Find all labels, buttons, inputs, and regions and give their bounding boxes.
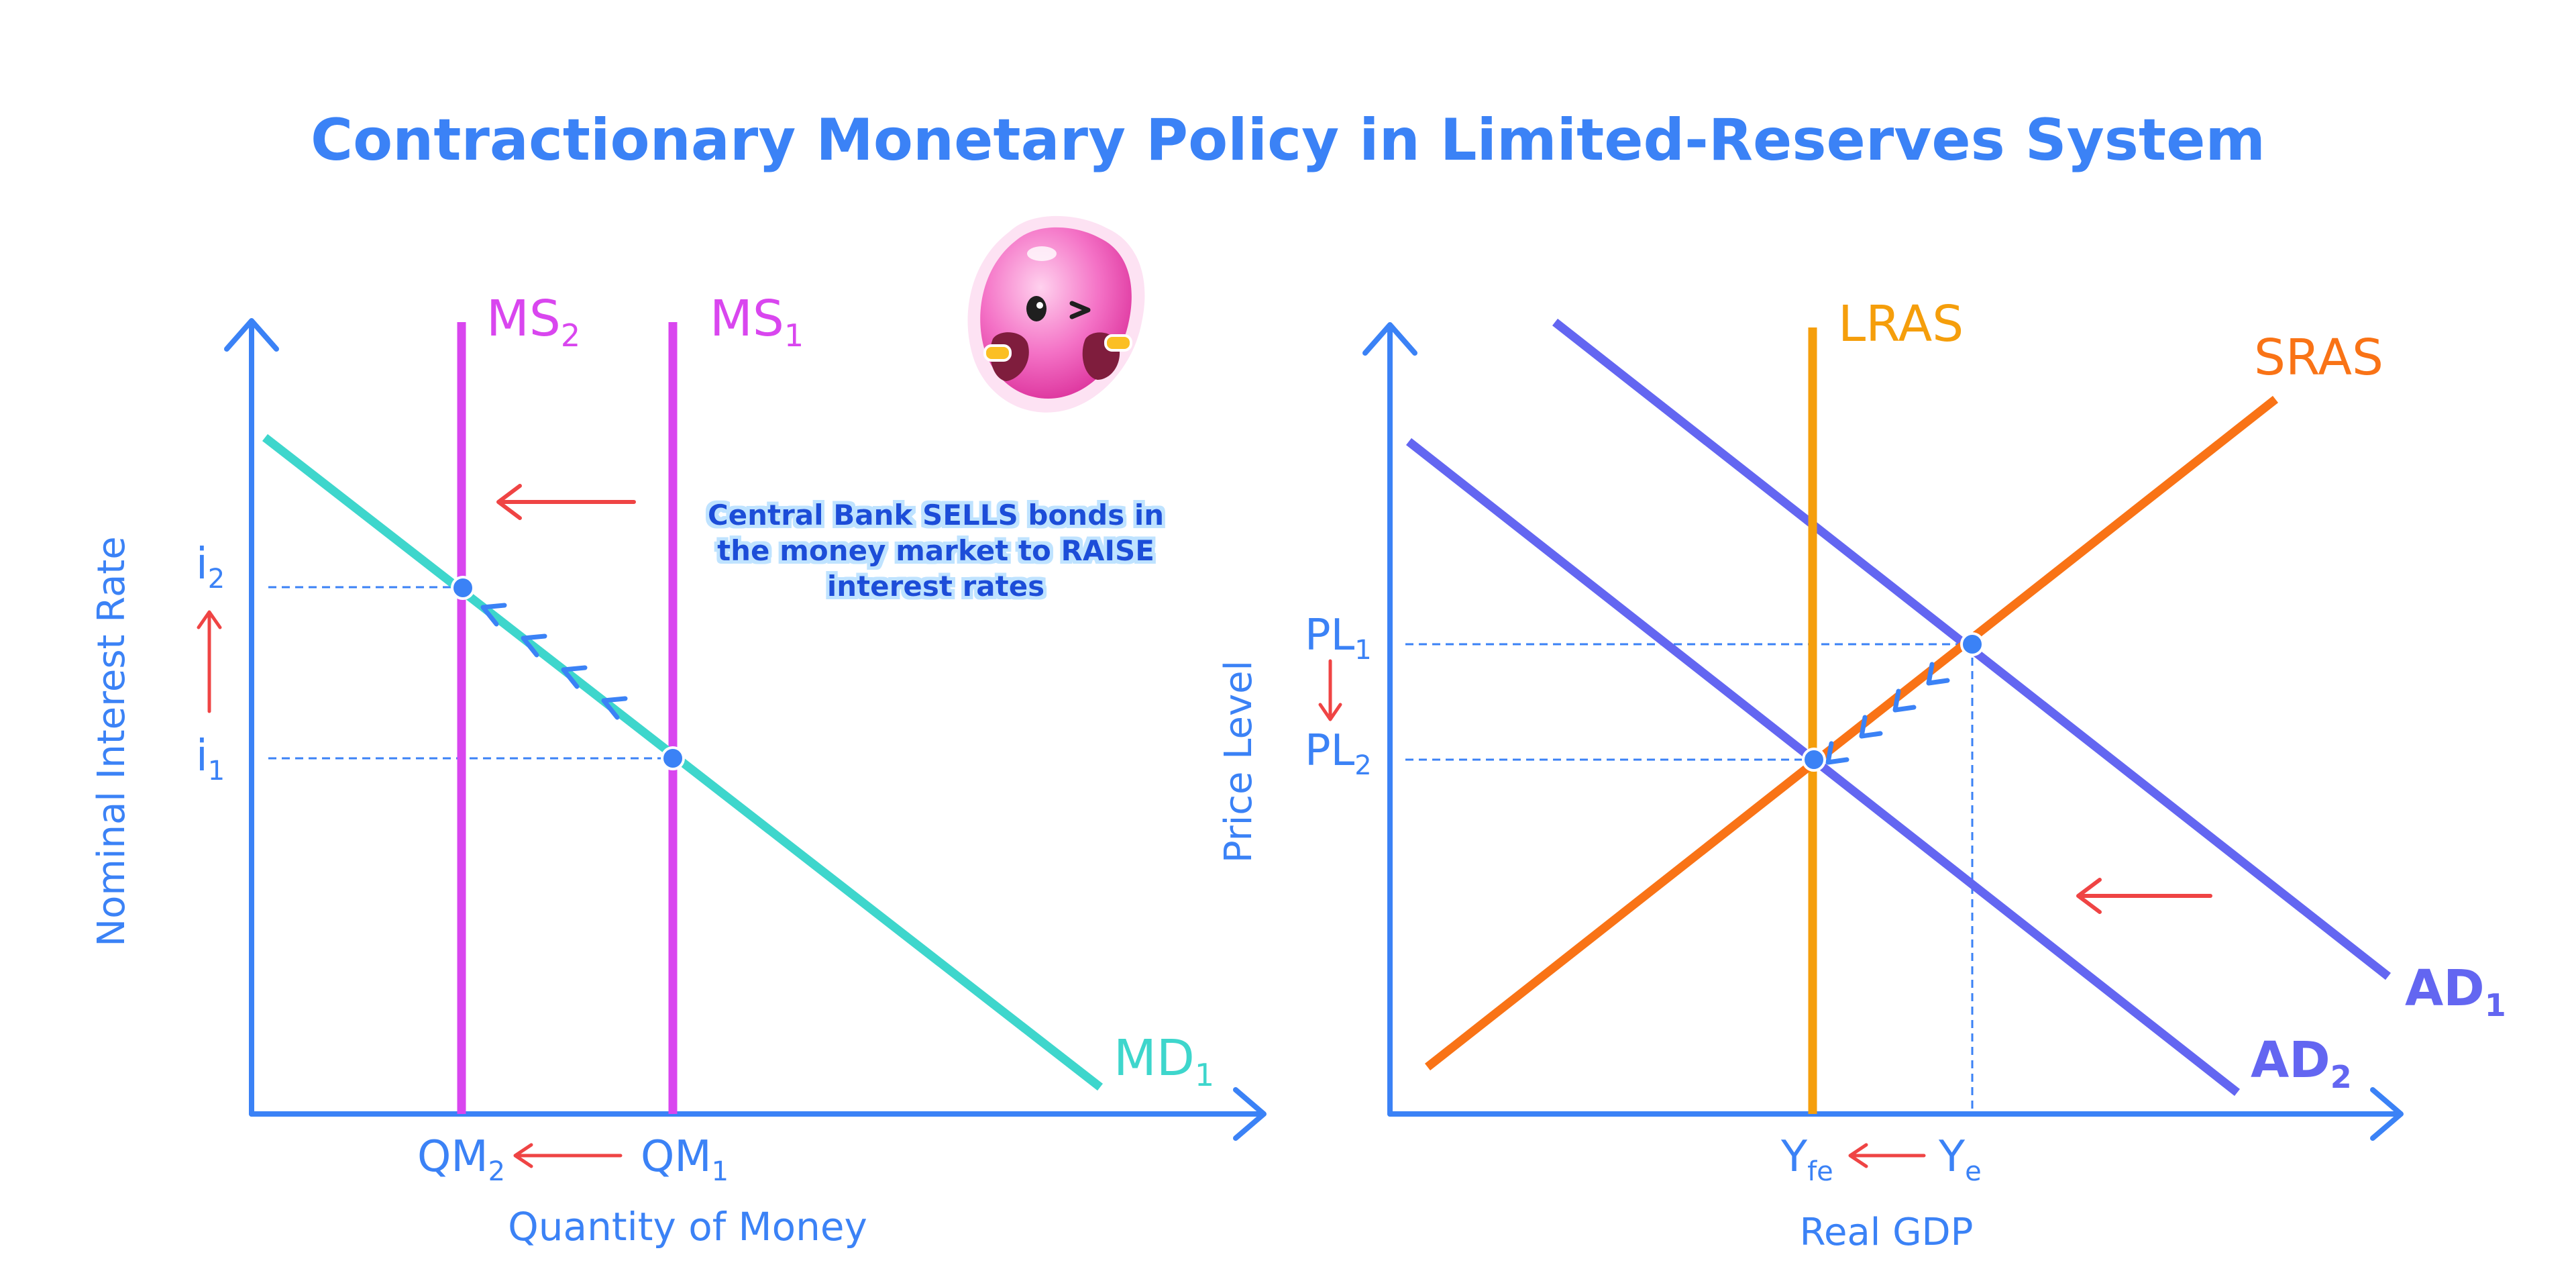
qm1-label: QM1 — [641, 1132, 729, 1187]
ms-shift-arrow — [496, 484, 636, 520]
qm2-label: QM2 — [417, 1132, 505, 1187]
output-left-arrow — [1848, 1143, 1926, 1168]
ad-as-equilibrium-1 — [1960, 632, 1984, 656]
money-market-y-axis-title: Nominal Interest Rate — [90, 536, 133, 946]
ad2-label: AD2 — [2251, 1031, 2352, 1095]
ad-shift-arrow — [2076, 878, 2212, 914]
ad-as-graph: LRAS SRAS AD1 AD2 PL1 PL2 Yfe Ye — [1217, 295, 2506, 1254]
ad-as-equilibrium-2 — [1802, 748, 1826, 772]
ad-as-y-axis-arrowhead — [1362, 322, 1417, 356]
i1-label: i1 — [196, 731, 225, 786]
central-bank-callout: Central Bank SELLS bonds in the money ma… — [708, 499, 1164, 603]
sras-curve — [1424, 395, 2279, 1071]
money-market-x-axis-arrowhead — [1233, 1087, 1267, 1141]
pl2-label: PL2 — [1305, 726, 1372, 781]
money-market-y-axis-arrowhead — [224, 318, 279, 352]
money-market-graph: MS2 MS1 MD1 i2 i1 QM2 QM1 — [90, 290, 1267, 1250]
money-market-x-axis-title: Quantity of Money — [508, 1204, 867, 1250]
ad1-label: AD1 — [2405, 960, 2506, 1023]
ad-as-x-axis-arrowhead — [2370, 1087, 2404, 1141]
movement-chevrons-sras — [1825, 662, 1950, 765]
price-level-down-arrow — [1318, 659, 1342, 721]
quantity-left-arrow — [513, 1143, 623, 1168]
ad-as-x-axis-title: Real GDP — [1800, 1211, 1974, 1254]
pink-blob-wink-mascot-icon — [967, 215, 1145, 413]
ye-label: Ye — [1938, 1132, 1982, 1187]
ms2-label: MS2 — [486, 290, 580, 354]
callout-line-1: Central Bank SELLS bonds in — [708, 499, 1164, 531]
page-title: Contractionary Monetary Policy in Limite… — [311, 107, 2265, 174]
equilibrium-point-2 — [451, 576, 475, 600]
equilibrium-point-1 — [661, 746, 685, 770]
i2-label: i2 — [196, 540, 225, 595]
callout-line-3: interest rates — [827, 570, 1044, 603]
callout-line-2: the money market to RAISE — [717, 534, 1155, 567]
movement-chevrons-md — [480, 603, 628, 720]
interest-rate-up-arrow — [197, 610, 222, 713]
yfe-label: Yfe — [1780, 1132, 1833, 1187]
lras-label: LRAS — [1838, 295, 1964, 353]
sras-label: SRAS — [2254, 329, 2383, 387]
ms1-label: MS1 — [710, 290, 804, 354]
pl1-label: PL1 — [1305, 611, 1372, 666]
ad-as-y-axis-title: Price Level — [1217, 660, 1260, 863]
md-label: MD1 — [1114, 1029, 1214, 1093]
